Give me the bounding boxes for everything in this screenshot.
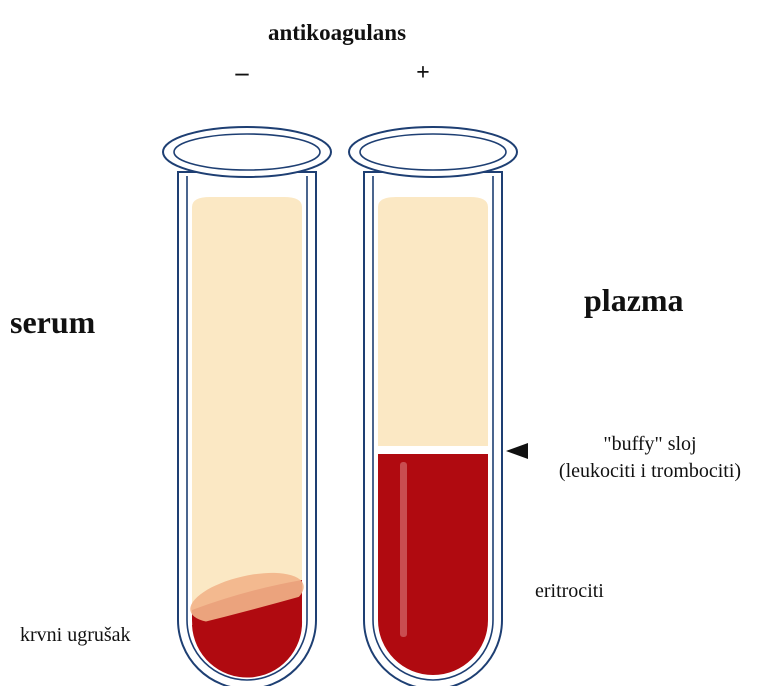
tube-serum bbox=[163, 127, 331, 686]
tube-serum-rim-inner bbox=[174, 134, 320, 170]
tube-plasma-plasma bbox=[378, 197, 488, 448]
tube-plasma-rim-inner bbox=[360, 134, 506, 170]
buffy-coat-layer bbox=[378, 446, 488, 454]
plasma-label: plazma bbox=[584, 282, 684, 319]
tube-plasma-erythrocytes bbox=[378, 454, 488, 675]
buffy-pointer-arrow bbox=[506, 443, 528, 459]
plus-sign: + bbox=[409, 60, 437, 87]
anticoagulant-heading: antikoagulans bbox=[0, 20, 674, 46]
tube-plasma bbox=[349, 127, 517, 686]
blood-clot-label: krvni ugrušak bbox=[20, 624, 131, 647]
serum-label: serum bbox=[10, 304, 95, 341]
tube-plasma-glare bbox=[400, 462, 407, 637]
erythrocytes-label: eritrociti bbox=[535, 580, 604, 603]
buffy-coat-label: "buffy" sloj (leukociti i trombociti) bbox=[530, 431, 770, 485]
buffy-coat-label-line2: (leukociti i trombociti) bbox=[530, 458, 770, 485]
buffy-coat-label-line1: "buffy" sloj bbox=[530, 431, 770, 458]
minus-sign: – bbox=[228, 58, 256, 88]
